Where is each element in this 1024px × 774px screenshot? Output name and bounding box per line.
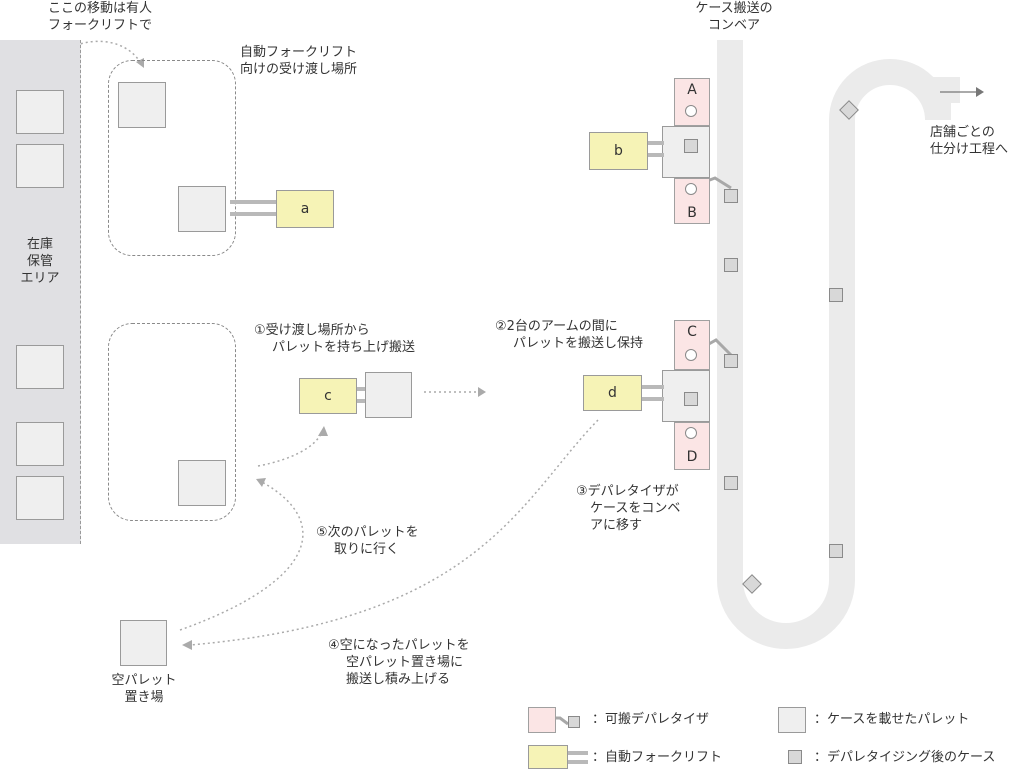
handover-pallet <box>178 460 226 506</box>
handover-pallet <box>178 186 226 232</box>
carried-pallet <box>365 372 412 418</box>
case-on-pallet <box>684 392 698 406</box>
legend-forklift-swatch <box>528 745 568 769</box>
exit-arrow-head <box>976 87 984 97</box>
forklift-d-tines <box>642 384 664 404</box>
conveyor-case <box>724 476 738 490</box>
forklift-b: b <box>589 132 648 170</box>
forklift-c-tines <box>357 386 369 406</box>
storage-pallet <box>16 144 64 188</box>
legend-depalletizer-label: ：可搬デパレタイザ <box>592 712 710 727</box>
legend-forklift-label: ：自動フォークリフト <box>592 750 723 765</box>
legend-case-swatch <box>788 750 802 764</box>
depalletizer-D: D <box>674 422 710 470</box>
conveyor-case <box>724 258 738 272</box>
step2-label: ②2台のアームの間に パレットを搬送し保持 <box>495 319 644 351</box>
case-on-pallet <box>684 139 698 153</box>
storage-pallet <box>16 345 64 389</box>
storage-label: 在庫 保管 エリア <box>20 237 60 286</box>
forklift-c: c <box>299 378 357 414</box>
step3-label: ③デパレタイザが ケースをコンベ アに移す <box>576 484 681 533</box>
legend-depalletizer-swatch <box>528 707 556 733</box>
step1-arrow <box>257 431 323 467</box>
step4-arrow <box>189 419 599 646</box>
step5-label: ⑤次のパレットを 取りに行く <box>316 525 419 557</box>
storage-pallet <box>16 90 64 134</box>
legend-forklift-tines <box>568 750 588 766</box>
to-sorting-label: 店舗ごとの 仕分け工程へ <box>930 125 1009 157</box>
legend-pallet-swatch <box>778 707 806 733</box>
empty-pallet <box>120 620 167 666</box>
handover-pallet <box>118 82 166 128</box>
depalletizer-A: A <box>674 78 710 126</box>
forklift-d: d <box>583 375 642 411</box>
legend-depalletizer-case <box>568 716 580 728</box>
step1-label: ①受け渡し場所から パレットを持ち上げ搬送 <box>254 323 416 355</box>
depalletizer-C: C <box>674 320 710 370</box>
step5-arrow <box>179 481 304 631</box>
depalletizer-B: B <box>674 178 710 224</box>
storage-pallet <box>16 476 64 520</box>
conveyor-case <box>724 354 738 368</box>
legend-case-label: ：デパレタイジング後のケース <box>814 750 996 765</box>
conveyor-case <box>829 288 843 302</box>
storage-pallet <box>16 422 64 466</box>
empty-pallet-label: 空パレット 置き場 <box>111 673 177 705</box>
forklift-b-tines <box>648 140 664 160</box>
handover-label: 自動フォークリフト 向けの受け渡し場所 <box>240 45 358 77</box>
manned-note: ここの移動は有人 フォークリフトで <box>47 1 152 33</box>
handover-zone-upper <box>108 60 236 256</box>
conveyor-title: ケース搬送の コンベア <box>695 1 773 33</box>
forklift-a-tines <box>230 199 276 219</box>
forklift-a: a <box>276 190 334 228</box>
conveyor-case <box>829 544 843 558</box>
conveyor-belt <box>717 40 951 649</box>
handover-zone-lower <box>108 323 236 521</box>
step4-label: ④空になったパレットを 空パレット置き場に 搬送し積み上げる <box>328 638 470 687</box>
conveyor-case <box>724 189 738 203</box>
legend-pallet-label: ：ケースを載せたパレット <box>814 712 970 727</box>
